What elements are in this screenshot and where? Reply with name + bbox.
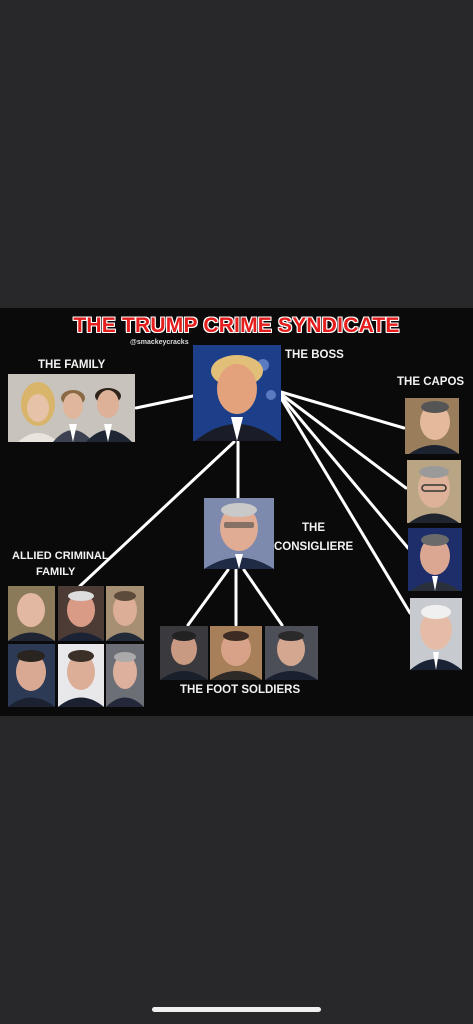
- capo-photo-1: [405, 398, 459, 454]
- family-label: THE FAMILY: [38, 359, 106, 371]
- foot-soldier-photo-3: [265, 626, 318, 680]
- capo-photo-2: [407, 460, 461, 523]
- foot-soldiers-label: THE FOOT SOLDIERS: [180, 684, 301, 696]
- diagram-panel: THE TRUMP CRIME SYNDICATE @smackeycracks…: [0, 308, 473, 716]
- allied-photo-5: [58, 644, 104, 707]
- foot-soldier-photo-1: [160, 626, 208, 680]
- consigliere-label-line2: CONSIGLIERE: [274, 541, 354, 553]
- connector-boss-allied: [78, 440, 236, 588]
- allied-photo-3: [106, 586, 144, 641]
- family-photo: [8, 374, 135, 442]
- capo-photo-3: [408, 528, 462, 591]
- connector-consigliere-soldier-3: [242, 568, 284, 627]
- author-handle: @smackeycracks: [130, 339, 189, 346]
- allied-photo-2: [58, 586, 104, 641]
- allied-photo-6: [106, 644, 144, 707]
- connector-boss-capo-2: [279, 392, 408, 490]
- consigliere-photo: [204, 498, 274, 569]
- connector-boss-capo-1: [279, 390, 406, 430]
- connector-consigliere-soldier-1: [186, 568, 230, 627]
- connector-lines: [78, 390, 412, 627]
- connector-boss-capo-4: [279, 396, 412, 615]
- connector-boss-family: [134, 394, 195, 410]
- diagram-title: THE TRUMP CRIME SYNDICATE: [73, 314, 400, 337]
- consigliere-label-line1: THE: [302, 522, 325, 534]
- foot-soldier-photo-2: [210, 626, 262, 680]
- boss-label: THE BOSS: [285, 349, 344, 361]
- boss-photo: [193, 345, 281, 441]
- capos-label: THE CAPOS: [397, 376, 465, 388]
- allied-label-line2: FAMILY: [36, 566, 76, 578]
- capo-photo-4: [410, 598, 462, 670]
- allied-photo-1: [8, 586, 55, 641]
- allied-label-line1: ALLIED CRIMINAL: [12, 550, 109, 562]
- connector-boss-capo-3: [279, 394, 410, 550]
- allied-photo-4: [8, 644, 55, 707]
- home-indicator[interactable]: [152, 1007, 321, 1012]
